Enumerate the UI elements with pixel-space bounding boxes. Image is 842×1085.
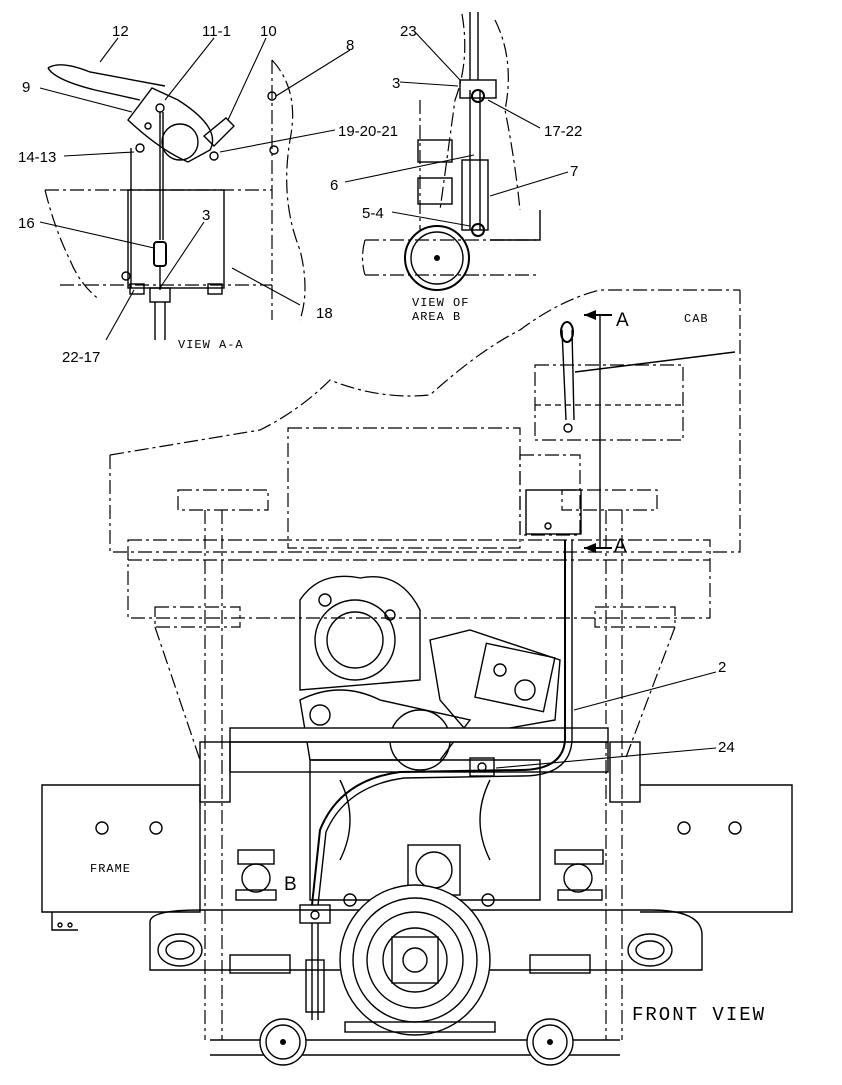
callout-labels: 12 11-1 10 8 9 19-20-21 14-13 16 3 18 22… [18, 23, 735, 756]
section-a-bottom-label: A [614, 536, 627, 557]
callout-2: 2 [718, 659, 726, 676]
callout-18: 18 [316, 305, 333, 322]
callout-3-view-a: 3 [202, 207, 210, 224]
view-titles: VIEW A-A VIEW OF AREA B FRONT VIEW CAB F… [90, 296, 766, 1026]
area-b-label: B [284, 874, 297, 895]
callout-8: 8 [346, 37, 354, 54]
frame-label: FRAME [90, 862, 131, 876]
callout-6: 6 [330, 177, 338, 194]
callout-9: 9 [22, 79, 30, 96]
leader-lines [39, 31, 717, 769]
callout-5-4: 5-4 [362, 205, 384, 222]
front-view-main [41, 289, 793, 1066]
view-a-a-inset [44, 59, 306, 340]
cab-label: CAB [684, 312, 709, 326]
callout-17-22: 17-22 [544, 123, 582, 140]
callout-16: 16 [18, 215, 35, 232]
callout-12: 12 [112, 23, 129, 40]
callout-19-20-21: 19-20-21 [338, 123, 398, 140]
callout-22-17: 22-17 [62, 349, 100, 366]
view-a-a-title: VIEW A-A [178, 338, 244, 352]
view-of-area-b-inset [361, 12, 541, 291]
view-b-title-line1: VIEW OF [412, 296, 469, 310]
callout-7: 7 [570, 163, 578, 180]
callout-24: 24 [718, 739, 735, 756]
callout-11-1: 11-1 [202, 23, 231, 40]
section-a-top-label: A [616, 310, 629, 331]
callout-3-view-b: 3 [392, 75, 400, 92]
view-b-title-line2: AREA B [412, 310, 461, 324]
callout-23: 23 [400, 23, 417, 40]
front-view-title: FRONT VIEW [632, 1004, 766, 1026]
callout-14-13: 14-13 [18, 149, 56, 166]
callout-10: 10 [260, 23, 277, 40]
